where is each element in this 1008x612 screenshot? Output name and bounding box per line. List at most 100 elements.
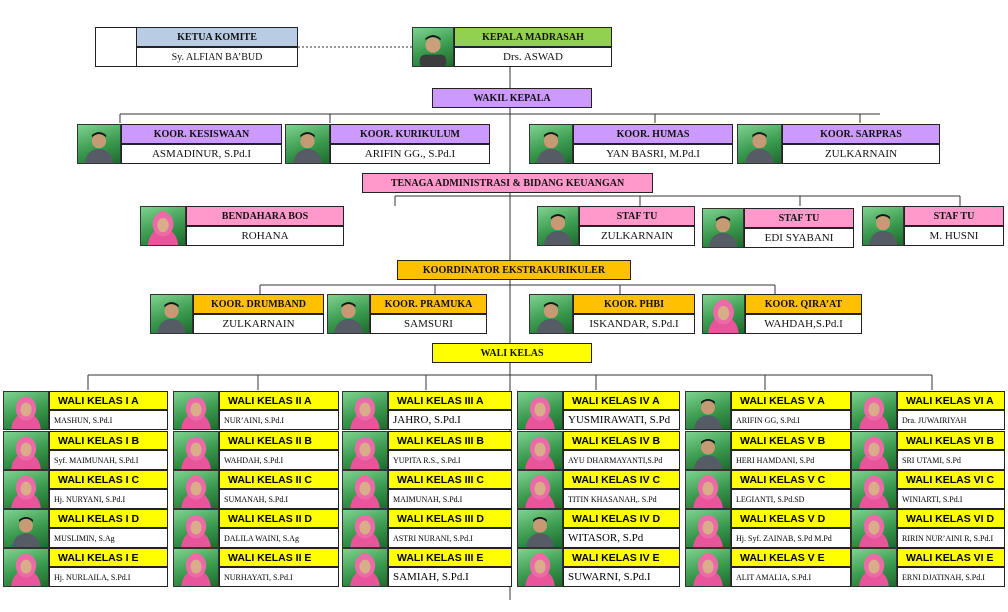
administrasi-2-title: STAF TU [579, 206, 695, 226]
wali-kelas-5-5-photo [685, 548, 731, 587]
wali-kelas-1-4-photo [3, 509, 49, 548]
koordinator-4-name: ZULKARNAIN [782, 144, 940, 164]
wali-kelas-3-3-photo [342, 470, 388, 509]
kepala-photo [412, 27, 454, 67]
wali-kelas-4-3-photo [517, 470, 563, 509]
ekstrakurikuler-3-name: ISKANDAR, S.Pd.I [573, 314, 695, 334]
ekstrakurikuler-title: KOORDINATOR EKSTRAKURIKULER [397, 260, 631, 280]
wali-kelas-3-1-name: JAHRO, S.Pd.I [388, 410, 512, 430]
wali-kelas-3-4-title: WALI KELAS III D [388, 509, 512, 528]
wali-kelas-4-1-name: YUSMIRAWATI, S.Pd [563, 410, 680, 430]
koordinator-4-title: KOOR. SARPRAS [782, 124, 940, 144]
ekstrakurikuler-1-photo [150, 294, 193, 334]
wali-kelas-3-1-title: WALI KELAS III A [388, 391, 512, 410]
wali-kelas-1-3-photo [3, 470, 49, 509]
ekstrakurikuler-2-title: KOOR. PRAMUKA [370, 294, 487, 314]
administrasi-4-title: STAF TU [904, 206, 1004, 226]
wali-kelas-2-2-name: WAHDAH, S.Pd.I [219, 450, 339, 470]
wali-kelas-3-3-name: MAIMUNAH, S.Pd.I [388, 489, 512, 509]
wali-kelas-3-4-name: ASTRI NURANI, S.Pd.I [388, 528, 512, 548]
wali-kelas-1-1-photo [3, 391, 49, 430]
wali-kelas-1-2-name: Syf. MAIMUNAH, S.Pd.I [49, 450, 168, 470]
wali-kelas-1-5-photo [3, 548, 49, 587]
wali-kelas-3-5-title: WALI KELAS III E [388, 548, 512, 567]
wali-kelas-1-3-title: WALI KELAS I C [49, 470, 168, 489]
wali-kelas-4-4-photo [517, 509, 563, 548]
wali-kelas-6-4-name: RIRIN NUR’AINI R, S.Pd.I [897, 528, 1005, 548]
ekstrakurikuler-2-name: SAMSURI [370, 314, 487, 334]
administrasi-3-photo [702, 208, 744, 248]
wali-kelas-5-5-title: WALI KELAS V E [731, 548, 851, 567]
koordinator-2-name: ARIFIN GG., S.Pd.I [330, 144, 490, 164]
wali-kelas-3-5-name: SAMIAH, S.Pd.I [388, 567, 512, 587]
administrasi-3-title: STAF TU [744, 208, 854, 228]
wali-kelas-2-5-title: WALI KELAS II E [219, 548, 339, 567]
wali-kelas-4-1-photo [517, 391, 563, 430]
wali-kelas-4-5-name: SUWARNI, S.Pd.I [563, 567, 680, 587]
wali-kelas-5-3-photo [685, 470, 731, 509]
administrasi-1-photo [140, 206, 186, 246]
wali-kelas-title: WALI KELAS [432, 343, 592, 363]
wali-kelas-6-4-photo [851, 509, 897, 548]
wali-kelas-2-4-title: WALI KELAS II D [219, 509, 339, 528]
wali-kelas-5-2-name: HERI HAMDANI, S.Pd [731, 450, 851, 470]
wali-kelas-6-1-photo [851, 391, 897, 430]
wali-kelas-2-2-photo [173, 431, 219, 470]
wali-kelas-2-3-title: WALI KELAS II C [219, 470, 339, 489]
wali-kelas-4-5-title: WALI KELAS IV E [563, 548, 680, 567]
wali-kelas-4-2-title: WALI KELAS IV B [563, 431, 680, 450]
tenaga-administrasi-title: TENAGA ADMINISTRASI & BIDANG KEUANGAN [362, 173, 653, 193]
wali-kelas-2-1-name: NUR’AINI, S.Pd.I [219, 410, 339, 430]
koordinator-2-photo [285, 124, 330, 164]
wali-kelas-5-3-title: WALI KELAS V C [731, 470, 851, 489]
wali-kelas-2-1-title: WALI KELAS II A [219, 391, 339, 410]
wali-kelas-6-5-title: WALI KELAS VI E [897, 548, 1005, 567]
wakil-kepala-title: WAKIL KEPALA [432, 88, 592, 108]
wali-kelas-6-1-name: Dra. JUWAIRIYAH [897, 410, 1005, 430]
wali-kelas-1-5-title: WALI KELAS I E [49, 548, 168, 567]
ekstrakurikuler-4-photo [702, 294, 745, 334]
wali-kelas-5-4-title: WALI KELAS V D [731, 509, 851, 528]
wali-kelas-5-1-name: ARIFIN GG, S.Pd.I [731, 410, 851, 430]
wali-kelas-3-4-photo [342, 509, 388, 548]
administrasi-4-name: M. HUSNI [904, 226, 1004, 246]
ekstrakurikuler-1-title: KOOR. DRUMBAND [193, 294, 324, 314]
wali-kelas-6-2-title: WALI KELAS VI B [897, 431, 1005, 450]
wali-kelas-2-3-photo [173, 470, 219, 509]
wali-kelas-4-4-name: WITASOR, S.Pd [563, 528, 680, 548]
ketua-komite-name: Sy. ALFIAN BA’BUD [136, 47, 298, 67]
administrasi-3-name: EDI SYABANI [744, 228, 854, 248]
wali-kelas-3-2-name: YUPITA R.S., S.Pd.I [388, 450, 512, 470]
wali-kelas-1-3-name: Hj. NURYANI, S.Pd.I [49, 489, 168, 509]
wali-kelas-6-3-photo [851, 470, 897, 509]
wali-kelas-1-4-title: WALI KELAS I D [49, 509, 168, 528]
wali-kelas-4-1-title: WALI KELAS IV A [563, 391, 680, 410]
wali-kelas-4-3-name: TITIN KHASANAH,. S.Pd [563, 489, 680, 509]
administrasi-2-photo [537, 206, 579, 246]
wali-kelas-5-4-name: Hj. Syf. ZAINAB, S.Pd M.Pd [731, 528, 851, 548]
wali-kelas-5-1-title: WALI KELAS V A [731, 391, 851, 410]
ekstrakurikuler-2-photo [327, 294, 370, 334]
wali-kelas-5-4-photo [685, 509, 731, 548]
koordinator-2-title: KOOR. KURIKULUM [330, 124, 490, 144]
koordinator-1-photo [77, 124, 121, 164]
wali-kelas-4-5-photo [517, 548, 563, 587]
wali-kelas-1-2-title: WALI KELAS I B [49, 431, 168, 450]
koordinator-3-photo [529, 124, 573, 164]
ekstrakurikuler-3-photo [529, 294, 573, 334]
wali-kelas-1-1-name: MASHUN, S.Pd.I [49, 410, 168, 430]
ketua-komite-title: KETUA KOMITE [136, 27, 298, 47]
koordinator-4-photo [737, 124, 782, 164]
wali-kelas-2-4-name: DALILA WAINI, S.Ag [219, 528, 339, 548]
wali-kelas-1-1-title: WALI KELAS I A [49, 391, 168, 410]
koordinator-3-title: KOOR. HUMAS [573, 124, 733, 144]
wali-kelas-6-1-title: WALI KELAS VI A [897, 391, 1005, 410]
ekstrakurikuler-1-name: ZULKARNAIN [193, 314, 324, 334]
wali-kelas-6-2-name: SRI UTAMI, S.Pd [897, 450, 1005, 470]
wali-kelas-4-3-title: WALI KELAS IV C [563, 470, 680, 489]
wali-kelas-6-5-name: ERNI DJATINAH, S.Pd.I [897, 567, 1005, 587]
wali-kelas-6-5-photo [851, 548, 897, 587]
koordinator-3-name: YAN BASRI, M.Pd.I [573, 144, 733, 164]
wali-kelas-6-3-title: WALI KELAS VI C [897, 470, 1005, 489]
administrasi-2-name: ZULKARNAIN [579, 226, 695, 246]
